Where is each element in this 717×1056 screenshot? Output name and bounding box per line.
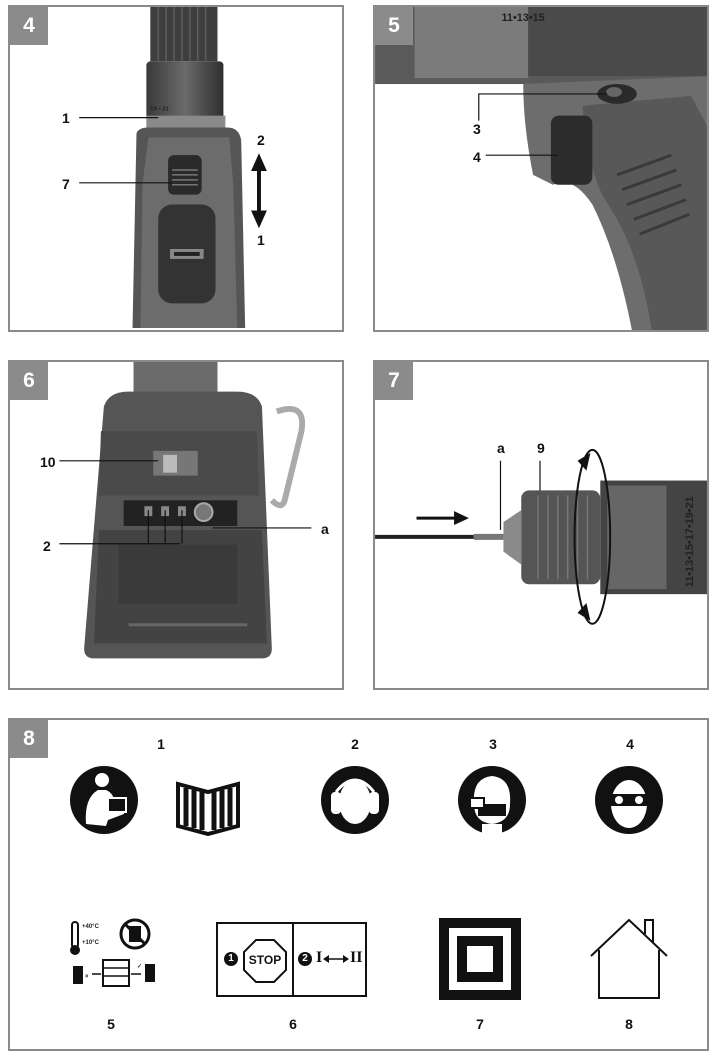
- step-one-marker: 1: [224, 952, 238, 966]
- symbol-number-2: 2: [351, 736, 359, 752]
- symbol-number-3: 3: [489, 736, 497, 752]
- gear-two-label: II: [350, 949, 363, 966]
- stop-sign-label: STOP: [248, 953, 282, 967]
- stop-sign-icon: [243, 939, 287, 983]
- svg-text:✓: ✓: [137, 964, 142, 970]
- label-1: 1: [62, 110, 70, 126]
- eye-protection-icon: [595, 766, 663, 834]
- symbol-number-6: 6: [289, 1016, 297, 1032]
- torque-ring-numbers: 11•13•15•17•19•21: [684, 496, 696, 587]
- arrow-label-1: 1: [257, 232, 265, 248]
- figure-number-badge: 6: [10, 362, 48, 400]
- torque-ring-numbers: 11•13•15: [501, 12, 544, 24]
- figure-8-symbols-panel: 8 1 2 3 4: [8, 718, 709, 1051]
- drill-side-photo: 11•13•15: [375, 7, 707, 330]
- torque-ring-numbers: 19 • 21: [150, 107, 169, 113]
- double-arrow-icon: [323, 955, 349, 963]
- battery-temperature-storage-icon: +40°C +10°C × ✓: [70, 918, 155, 987]
- protection-class-ii-icon: [439, 918, 521, 1000]
- figure-7-panel: 7 11•13•15•17•19•21 a 9: [373, 360, 709, 690]
- read-manual-icon: [70, 766, 240, 836]
- step-two-marker: 2: [298, 952, 312, 966]
- arrow-label-2: 2: [257, 132, 265, 148]
- chuck-insertion-photo: 11•13•15•17•19•21: [375, 448, 707, 625]
- indoor-use-house-icon: [590, 918, 668, 999]
- figure-6-panel: 6 10 2 a: [8, 360, 344, 690]
- figure-4-panel: 4: [8, 5, 344, 332]
- label-4: 4: [473, 149, 481, 165]
- temperature-low-label: +10°C: [82, 940, 100, 946]
- figure-number-badge: 5: [375, 7, 413, 45]
- label-10: 10: [40, 454, 56, 470]
- symbol-number-8: 8: [625, 1016, 633, 1032]
- figure-number-badge: 7: [375, 362, 413, 400]
- symbol-number-7: 7: [476, 1016, 484, 1032]
- symbol-number-1: 1: [157, 736, 165, 752]
- battery-base-photo: [59, 362, 312, 659]
- figure-number-badge: 8: [10, 720, 48, 758]
- label-a: a: [497, 440, 505, 456]
- svg-text:×: ×: [85, 974, 89, 980]
- label-7: 7: [62, 176, 70, 192]
- figure-number-badge: 4: [10, 7, 48, 45]
- label-a: a: [321, 521, 329, 537]
- stop-before-gear-change-symbol: 1 STOP 2 I II: [216, 922, 367, 997]
- figure-5-panel: 5 11•13•15 3 4: [373, 5, 709, 332]
- temperature-high-label: +40°C: [82, 924, 100, 930]
- label-2: 2: [43, 538, 51, 554]
- symbol-number-4: 4: [626, 736, 634, 752]
- dust-mask-icon: [458, 766, 526, 834]
- drill-front-photo: 19 • 21: [79, 7, 267, 329]
- gear-one-label: I: [316, 949, 323, 966]
- label-3: 3: [473, 121, 481, 137]
- label-9: 9: [537, 440, 545, 456]
- hearing-protection-icon: [321, 766, 389, 834]
- symbol-number-5: 5: [107, 1016, 115, 1032]
